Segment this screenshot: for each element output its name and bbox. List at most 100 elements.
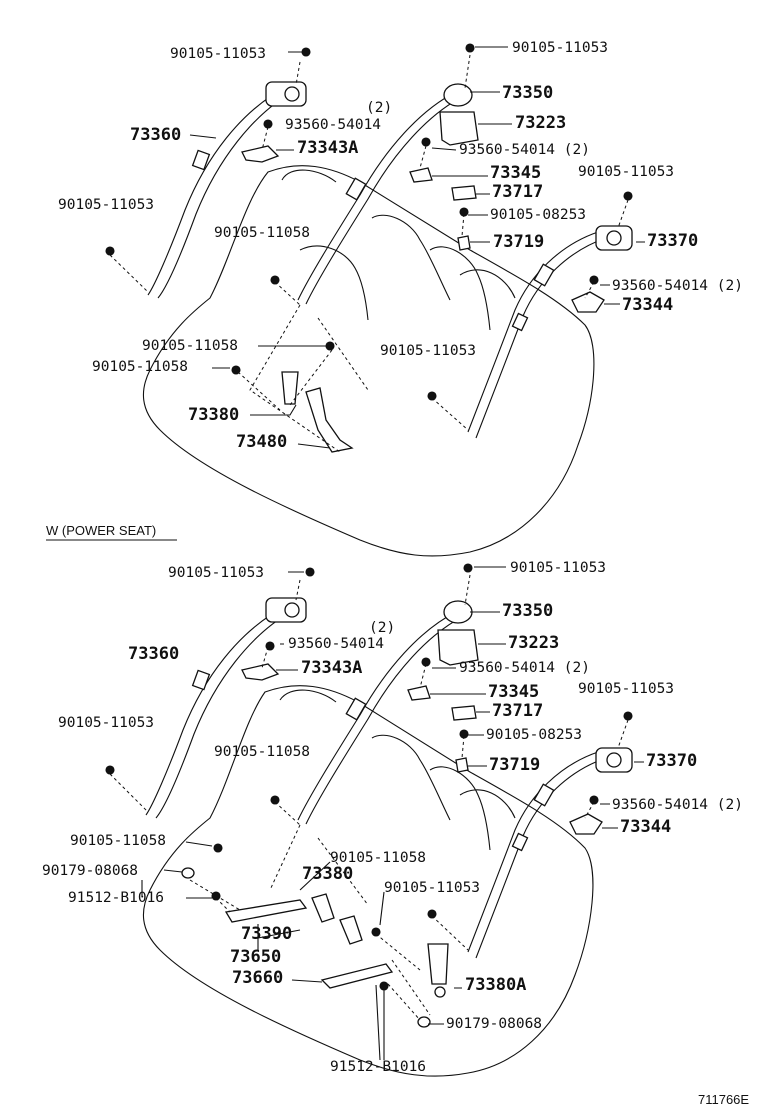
- rail-73650: [224, 899, 308, 923]
- right-belt-guide-lower: [511, 312, 529, 332]
- left-retractor-hub-bottom: [284, 602, 300, 618]
- leader-lines-bottom: [141, 566, 644, 1061]
- bottom-assembly-drawing-power-seat: [105, 563, 644, 1077]
- bracket-73345-bottom: [407, 685, 431, 701]
- seat-back-humps: [281, 169, 516, 331]
- buckle-tongue-73390: [339, 915, 363, 945]
- part-label-73380A: 73380A: [465, 975, 526, 995]
- part-label-90105-11053: 90105-11053: [380, 343, 476, 359]
- seat-back-humps-bottom: [279, 689, 516, 851]
- part-label-73717: 73717: [492, 701, 543, 721]
- part-label-90179-08068: 90179-08068: [446, 1016, 542, 1032]
- part-label-93560-54014-2: 93560-54014 (2): [459, 142, 590, 158]
- part-label-73360: 73360: [130, 125, 181, 145]
- buckle-73380A: [427, 943, 449, 985]
- part-label-90105-11058: 90105-11058: [330, 850, 426, 866]
- center-retractor-cover-73223: [439, 111, 479, 146]
- part-label-90179-08068: 90179-08068: [42, 863, 138, 879]
- part-label-90105-11053: 90105-11053: [578, 164, 674, 180]
- right-retractor-hub-bottom: [606, 752, 622, 768]
- clip-73719-bottom: [455, 757, 469, 773]
- right-belt-guide: [533, 263, 555, 287]
- part-label-90105-11053: 90105-11053: [578, 681, 674, 697]
- center-belt-guide: [345, 177, 367, 201]
- part-label-93560-54014: 93560-54014: [285, 117, 381, 133]
- part-label-73350: 73350: [502, 83, 553, 103]
- buckle-73390: [311, 893, 335, 923]
- part-label-73717: 73717: [492, 182, 543, 202]
- part-label-73380: 73380: [302, 864, 353, 884]
- left-belt-webbing: [147, 84, 301, 299]
- part-label-73223: 73223: [515, 113, 566, 133]
- nut-90179-08068-left: [181, 867, 195, 879]
- bracket-73345: [409, 167, 433, 183]
- part-label-90105-11053: 90105-11053: [58, 197, 154, 213]
- part-label-73370: 73370: [646, 751, 697, 771]
- pad-73717-bottom: [451, 705, 477, 721]
- part-label-73344: 73344: [622, 295, 673, 315]
- bracket-73344-bottom: [569, 813, 603, 835]
- part-label-90105-11053: 90105-11053: [168, 565, 264, 581]
- seat-back-outline-bottom: [142, 685, 594, 1077]
- anchor-dashes-bottom: [109, 574, 629, 1021]
- part-label-91512-B1016: 91512-B1016: [330, 1059, 426, 1075]
- part-label--2: (2): [366, 100, 392, 116]
- part-label-90105-08253: 90105-08253: [486, 727, 582, 743]
- part-label-90105-11058: 90105-11058: [70, 833, 166, 849]
- section-label: W (POWER SEAT): [46, 523, 156, 538]
- part-label-90105-11053: 90105-11053: [58, 715, 154, 731]
- right-belt-guide-lower-bottom: [511, 832, 529, 852]
- part-label-73360: 73360: [128, 644, 179, 664]
- right-belt-webbing: [467, 231, 607, 439]
- left-belt-webbing-bottom: [145, 604, 299, 819]
- part-label-90105-11058: 90105-11058: [214, 225, 310, 241]
- part-label-93560-54014-2: 93560-54014 (2): [612, 797, 743, 813]
- bracket-73343A: [241, 145, 280, 163]
- part-label-73719: 73719: [489, 755, 540, 775]
- part-label--2: (2): [369, 620, 395, 636]
- part-label-91512-B1016: 91512-B1016: [68, 890, 164, 906]
- part-label-90105-08253: 90105-08253: [490, 207, 586, 223]
- nut-90179-08068-right: [417, 1016, 431, 1028]
- part-label-90105-11058: 90105-11058: [214, 744, 310, 760]
- part-label-73380: 73380: [188, 405, 239, 425]
- part-label-73343A: 73343A: [297, 138, 358, 158]
- buckle-73480: [305, 387, 354, 453]
- part-label-73390: 73390: [241, 924, 292, 944]
- bracket-73344: [571, 291, 605, 313]
- part-label-90105-11058: 90105-11058: [142, 338, 238, 354]
- bracket-73343A-bottom: [241, 663, 280, 681]
- part-label-73370: 73370: [647, 231, 698, 251]
- part-label-90105-11058: 90105-11058: [92, 359, 188, 375]
- part-label-73343A: 73343A: [301, 658, 362, 678]
- part-label-93560-54014-2: 93560-54014 (2): [459, 660, 590, 676]
- pad-73717: [451, 185, 477, 201]
- center-belt-guide-bottom: [345, 697, 367, 721]
- buckle-73380A-bolt: [434, 986, 446, 998]
- top-assembly-drawing: [105, 43, 645, 557]
- seat-back-outline: [142, 165, 595, 557]
- bolt-icons-bottom: [105, 563, 633, 991]
- part-label-73650: 73650: [230, 947, 281, 967]
- buckle-73380: [281, 371, 299, 405]
- right-retractor-hub: [606, 230, 622, 246]
- center-retractor-cover-73223-bottom: [437, 629, 479, 666]
- part-label-73345: 73345: [488, 682, 539, 702]
- part-label-90105-11053: 90105-11053: [170, 46, 266, 62]
- right-belt-guide-bottom: [533, 783, 555, 807]
- part-label-73345: 73345: [490, 163, 541, 183]
- part-label-73480: 73480: [236, 432, 287, 452]
- center-retractor-73350: [443, 83, 473, 107]
- clip-73719: [457, 235, 471, 251]
- part-label-73223: 73223: [508, 633, 559, 653]
- left-retractor-hub: [284, 86, 300, 102]
- part-label-73719: 73719: [493, 232, 544, 252]
- left-belt-guide-bottom: [191, 669, 211, 691]
- part-label-90105-11053: 90105-11053: [384, 880, 480, 896]
- rail-73660: [320, 963, 394, 989]
- anchor-dashes-top: [109, 54, 629, 453]
- left-belt-guide: [191, 149, 211, 171]
